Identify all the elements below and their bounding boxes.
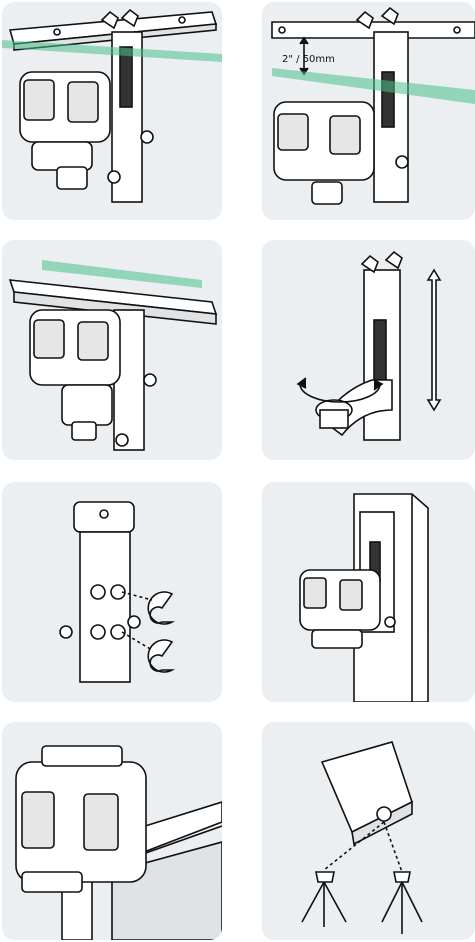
panel-wall-rail-mount: [2, 2, 222, 220]
laser-level-on-rail-illustration: [2, 8, 222, 203]
steel-column-illustration: [299, 493, 429, 702]
panel-ceiling-rail-mount: [2, 240, 222, 460]
bracket-adjust-illustration: [296, 250, 442, 441]
panel-floor-placement: [2, 722, 222, 940]
rail-offset-illustration: 2" / 50mm: [271, 6, 475, 205]
panel-bracket-adjust: [262, 240, 475, 460]
ceiling-rail-illustration: [8, 260, 218, 451]
magnet-mount-illustration: [59, 501, 174, 683]
panel-steel-column-mount: [262, 482, 475, 702]
panel-tripod-mount: [262, 722, 475, 940]
panel-rail-offset: 2" / 50mm: [262, 2, 475, 220]
floor-placement-illustration: [15, 745, 222, 940]
tripod-mount-illustration: [301, 741, 423, 934]
panel-magnet-mount: [2, 482, 222, 702]
offset-annotation: 2" / 50mm: [282, 54, 335, 65]
